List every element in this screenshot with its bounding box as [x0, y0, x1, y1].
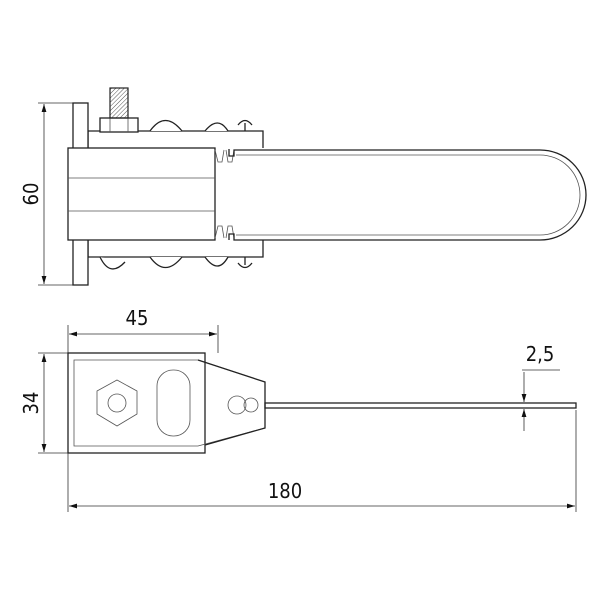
top-bumps	[149, 119, 229, 132]
dimension-height-60: 60	[19, 102, 73, 286]
dimension-label-60: 60	[19, 183, 43, 206]
dimension-length-180: 180	[67, 410, 577, 512]
top-screw	[237, 119, 253, 131]
bottom-screw	[237, 257, 253, 269]
slot	[156, 369, 191, 437]
base-plate	[67, 352, 206, 454]
clamp-body	[67, 147, 216, 241]
nut	[99, 117, 139, 133]
dimension-height-34: 34	[19, 352, 68, 454]
hex-nut	[96, 379, 138, 427]
dimension-width-45: 45	[67, 306, 219, 353]
top-view: 60	[19, 87, 587, 286]
dimension-label-45: 45	[126, 306, 149, 330]
lower-teeth	[214, 225, 235, 239]
rivet-small	[243, 397, 259, 413]
wire-strap	[264, 402, 577, 409]
dimension-label-180: 180	[268, 479, 302, 503]
threaded-stud	[109, 87, 129, 119]
rivet-large	[227, 395, 247, 415]
top-bracket	[87, 130, 264, 148]
bolt-hole	[107, 393, 127, 413]
bottom-view: 45 34 2,5 180	[19, 306, 577, 512]
wire-loop-outer	[228, 149, 587, 241]
wire-loop-inner	[236, 154, 581, 236]
bottom-bumps	[99, 256, 229, 270]
dimension-label-2-5: 2,5	[526, 342, 555, 366]
bottom-bracket	[87, 240, 264, 258]
dimension-thickness-2-5: 2,5	[521, 342, 560, 431]
dimension-label-34: 34	[19, 392, 43, 415]
